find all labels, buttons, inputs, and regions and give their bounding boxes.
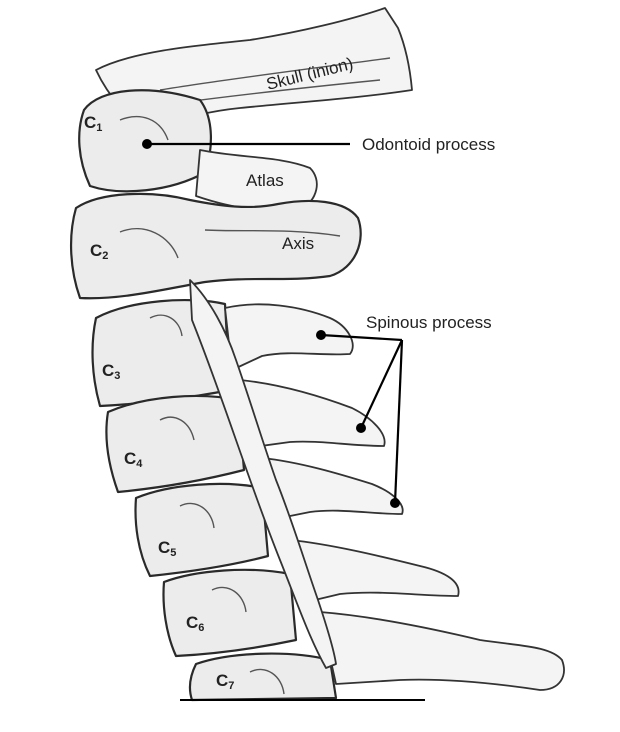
label-c6: C6 xyxy=(186,613,204,634)
label-axis: Axis xyxy=(282,234,314,253)
label-c5: C5 xyxy=(158,538,176,559)
spinous-pointer-line-3 xyxy=(393,339,404,504)
label-c3: C3 xyxy=(102,361,120,382)
label-c4: C4 xyxy=(124,449,143,470)
axis-body xyxy=(69,192,362,300)
label-spinous-process: Spinous process xyxy=(366,313,492,332)
label-odontoid-process: Odontoid process xyxy=(362,135,495,154)
spinous-process-c4 xyxy=(239,379,386,449)
vertebra-c7-body xyxy=(188,652,338,702)
label-atlas: Atlas xyxy=(246,171,284,190)
vertebra-c6-body xyxy=(162,568,298,658)
spinous-process-c7 xyxy=(319,611,565,691)
vertebra-c4-body xyxy=(105,394,246,494)
spinous-process-c3 xyxy=(224,303,354,371)
label-c7: C7 xyxy=(216,671,234,692)
label-c2: C2 xyxy=(90,241,108,262)
spinous-process-c6 xyxy=(289,539,460,605)
articular-column xyxy=(189,279,337,669)
label-c1: C1 xyxy=(84,113,102,134)
spinous-pointer-line-1 xyxy=(320,333,403,342)
vertebra-c5-body xyxy=(134,482,270,578)
spinous-pointer-line-2 xyxy=(360,339,403,429)
